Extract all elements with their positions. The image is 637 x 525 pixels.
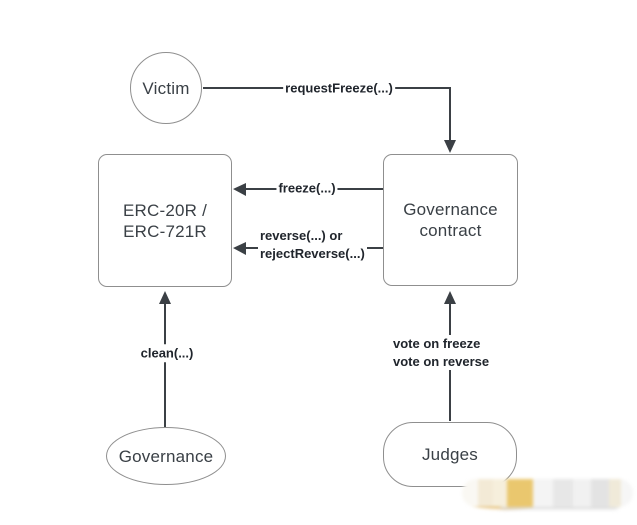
node-victim-label: Victim: [142, 78, 190, 98]
node-governance-contract-line2: contract: [419, 221, 482, 240]
node-judges-label: Judges: [421, 445, 479, 464]
watermark-tile: [609, 479, 621, 507]
node-victim: Victim: [130, 52, 202, 124]
arrowhead-down-icon: [444, 140, 456, 153]
node-governance-contract-line1: Governance: [403, 200, 498, 219]
blurred-watermark: [462, 479, 633, 507]
arrowhead-left-icon: [233, 242, 246, 255]
edge-label-reverse-line2: rejectReverse(...): [260, 245, 365, 261]
arrowhead-left-icon: [233, 183, 246, 196]
watermark-tile: [493, 479, 507, 507]
node-erc-20r-721r: ERC-20R / ERC-721R: [98, 154, 232, 287]
edge-label-reverse: reverse(...) or rejectReverse(...): [258, 227, 367, 262]
edge-label-vote: vote on freeze vote on reverse: [391, 335, 492, 370]
edge-label-vote-line2: vote on reverse: [393, 353, 490, 369]
node-erc-label: ERC-20R / ERC-721R: [123, 200, 207, 242]
edge-label-clean: clean(...): [138, 344, 196, 362]
watermark-tile: [478, 479, 493, 507]
node-judges: Judges: [383, 422, 517, 487]
edge-label-freeze: freeze(...): [276, 179, 338, 197]
node-erc-label-line2: ERC-721R: [123, 221, 207, 241]
arrowhead-up-icon: [444, 291, 456, 304]
watermark-tile: [573, 479, 591, 507]
edge-clean: [159, 291, 171, 427]
watermark-tile: [591, 479, 609, 507]
edge-label-reverse-line1: reverse(...) or: [260, 228, 343, 243]
arrowhead-up-icon: [159, 291, 171, 304]
node-governance-contract: Governance contract: [383, 154, 518, 286]
edge-label-request-freeze: requestFreeze(...): [283, 79, 395, 97]
watermark-tile: [507, 479, 533, 507]
node-governance-label: Governance: [118, 446, 214, 466]
edge-label-vote-line1: vote on freeze: [393, 336, 481, 351]
edge-request-freeze: [203, 87, 456, 153]
node-governance-contract-label: Governance contract: [403, 199, 498, 241]
watermark-tile: [533, 479, 553, 507]
node-governance: Governance: [106, 427, 226, 485]
node-erc-label-line1: ERC-20R /: [123, 200, 207, 220]
watermark-tile: [553, 479, 573, 507]
watermark-tile: [462, 479, 478, 507]
watermark-tile: [621, 479, 633, 507]
